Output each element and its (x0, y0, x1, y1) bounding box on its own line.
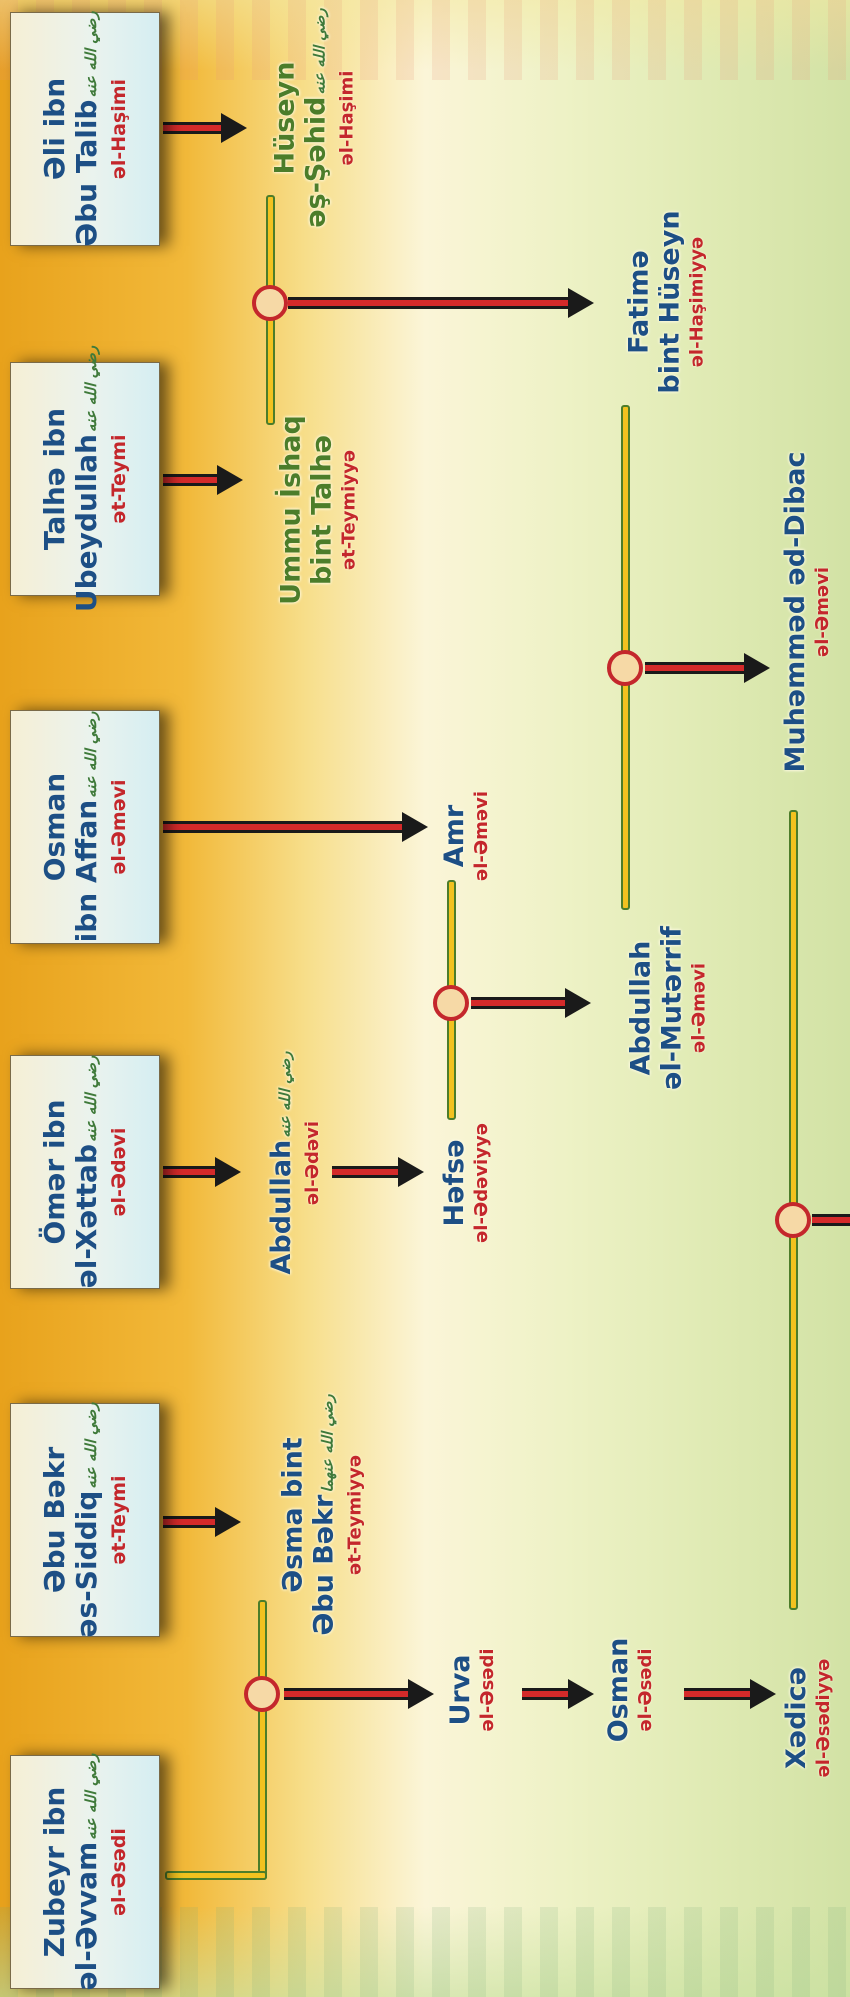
root-name-line2: Əbu Talib (70, 99, 103, 247)
honorific-seal-icon: رضي الله عنه (82, 1753, 100, 1840)
person-name-line2: bint Talhə (306, 434, 338, 586)
person-name-line1: Osman (603, 1637, 634, 1743)
arrow-umar-abdullah (163, 1157, 241, 1187)
root-name-line2: əl-Xəttab (70, 1143, 103, 1289)
arrow-ali-huseyn (163, 113, 247, 143)
person-nisba: əl-Əsədi (635, 1648, 656, 1732)
person-nisba: əl-Əsədi (477, 1648, 498, 1732)
arrow-marriage-fatima (288, 288, 594, 318)
root-box-talha: Talhə ibn Ubeydullahرضي الله عنه ət-Teym… (10, 346, 160, 612)
person-nisba: əl-Ədəvi (302, 1120, 323, 1206)
person-name-line1: Hüseyn (269, 61, 301, 175)
root-box-zubeyr: Zubeyr ibn əl-Əvvamرضي الله عنه əl-Əsədi (10, 1753, 160, 1991)
arrow-marriage-muhammad (645, 653, 770, 683)
root-box-osman: Osman ibn Affanرضي الله عنه əl-Əməvi (10, 710, 160, 944)
root-nisba: əl-Əsədi (108, 1828, 130, 1916)
arrow-abdullah-hafsa (332, 1157, 424, 1187)
marriage-line-zubeyr-asma (258, 1600, 267, 1880)
root-nisba: ət-Teymi (108, 434, 130, 524)
honorific-seal-icon: رضي الله عنه (276, 1051, 294, 1138)
root-name-line1: Zubeyr ibn (38, 1786, 71, 1958)
root-name-line2: əl-Əvvam (70, 1841, 103, 1991)
person-nisba: əl-Haşimiyyə (686, 236, 708, 368)
marriage-junction-zubeyr-asma (244, 1676, 280, 1712)
arrow-marriage-abdullah-mutarrif (471, 988, 591, 1018)
root-box-abubakr: Əbu Bəkr əs-Siddiqرضي الله عنه ət-Teymi (10, 1403, 160, 1637)
person-name-line1: Abdullah (266, 1139, 297, 1275)
person-name-line1: Həfsə (439, 1139, 470, 1227)
person-name-line1: Amr (439, 804, 470, 868)
root-name-line2: əs-Siddiq (70, 1490, 103, 1638)
person-name-line1: Abdullah (625, 940, 657, 1076)
arrow-abubakr-asma (163, 1507, 241, 1537)
honorific-seal-icon: رضي الله عنه (82, 711, 100, 798)
person-name-line2: Əbu Bəkr (308, 1494, 340, 1636)
person-name-line2: əş-Şəhid (300, 96, 332, 228)
root-name-line1: Əbu Bəkr (38, 1446, 71, 1594)
root-name-line1: Ömər ibn (38, 1099, 71, 1245)
arrow-urva-osman (522, 1679, 594, 1709)
person-name-line1: Fatimə (623, 250, 655, 354)
root-name-line1: Osman (38, 772, 71, 882)
person-name-line1: Ummu İshaq (275, 415, 307, 605)
root-nisba: əl-Haşimi (108, 78, 130, 180)
root-nisba: ət-Teymi (108, 1475, 130, 1565)
person-nisba: əl-Əməvi (812, 567, 833, 657)
person-name-line2: bint Hüseyn (654, 210, 686, 394)
person-nisba: əl-Haşimi (336, 70, 358, 166)
arrow-marriage-continuation (812, 1214, 850, 1226)
person-name-line1: Urva (445, 1654, 476, 1726)
root-name-line2: ibn Affan (70, 799, 103, 943)
root-box-ali: Əli ibn Əbu Talibرضي الله عنه əl-Haşimi (10, 11, 160, 247)
person-name-line2: əl-Mutərrif (656, 926, 688, 1090)
person-nisba: əl-Əsədiyyə (813, 1658, 834, 1778)
honorific-seal-icon: رضي الله عنهما (318, 1394, 337, 1493)
marriage-junction-xadica-muhammad (775, 1202, 811, 1238)
root-name-line2: Ubeydullah (70, 434, 103, 613)
zubeyr-branch-line (165, 1871, 267, 1880)
root-box-umar: Ömər ibn əl-Xəttabرضي الله عنه əl-Ədəvi (10, 1055, 160, 1289)
honorific-seal-icon: رضي الله عنه (82, 1055, 100, 1142)
arrow-osman-amr (163, 812, 428, 842)
arrow-osman-xadica (684, 1679, 776, 1709)
root-name-line1: Əli ibn (38, 77, 71, 181)
marriage-junction-ummu-ishaq-huseyn (252, 285, 288, 321)
person-name-line1: Əsma bint (277, 1437, 309, 1593)
marriage-junction-abdullah-fatima (607, 650, 643, 686)
person-nisba: əl-Əməvi (471, 791, 492, 881)
person-nisba: ət-Teymiyyə (338, 449, 360, 571)
person-name-line1: Xədicə (781, 1666, 812, 1770)
arrow-talha-ummu-ishaq (163, 465, 243, 495)
person-nisba: ət-Teymiyyə (344, 1454, 366, 1576)
honorific-seal-icon: رضي الله عنه (310, 8, 329, 95)
honorific-seal-icon: رضي الله عنه (82, 11, 100, 98)
honorific-seal-icon: رضي الله عنه (82, 345, 100, 433)
root-nisba: əl-Əməvi (108, 779, 130, 875)
person-nisba: əl-Ədəviyyə (471, 1123, 492, 1243)
arrow-marriage-urva (284, 1679, 434, 1709)
person-nisba: əl-Əməvi (688, 963, 710, 1053)
marriage-junction-abdullah-hafsa (433, 985, 469, 1021)
root-name-line1: Talhə ibn (38, 407, 71, 551)
person-name-line1: Muhəmməd əd-Dibac (780, 451, 811, 773)
root-nisba: əl-Ədəvi (108, 1127, 130, 1217)
honorific-seal-icon: رضي الله عنه (82, 1402, 100, 1489)
